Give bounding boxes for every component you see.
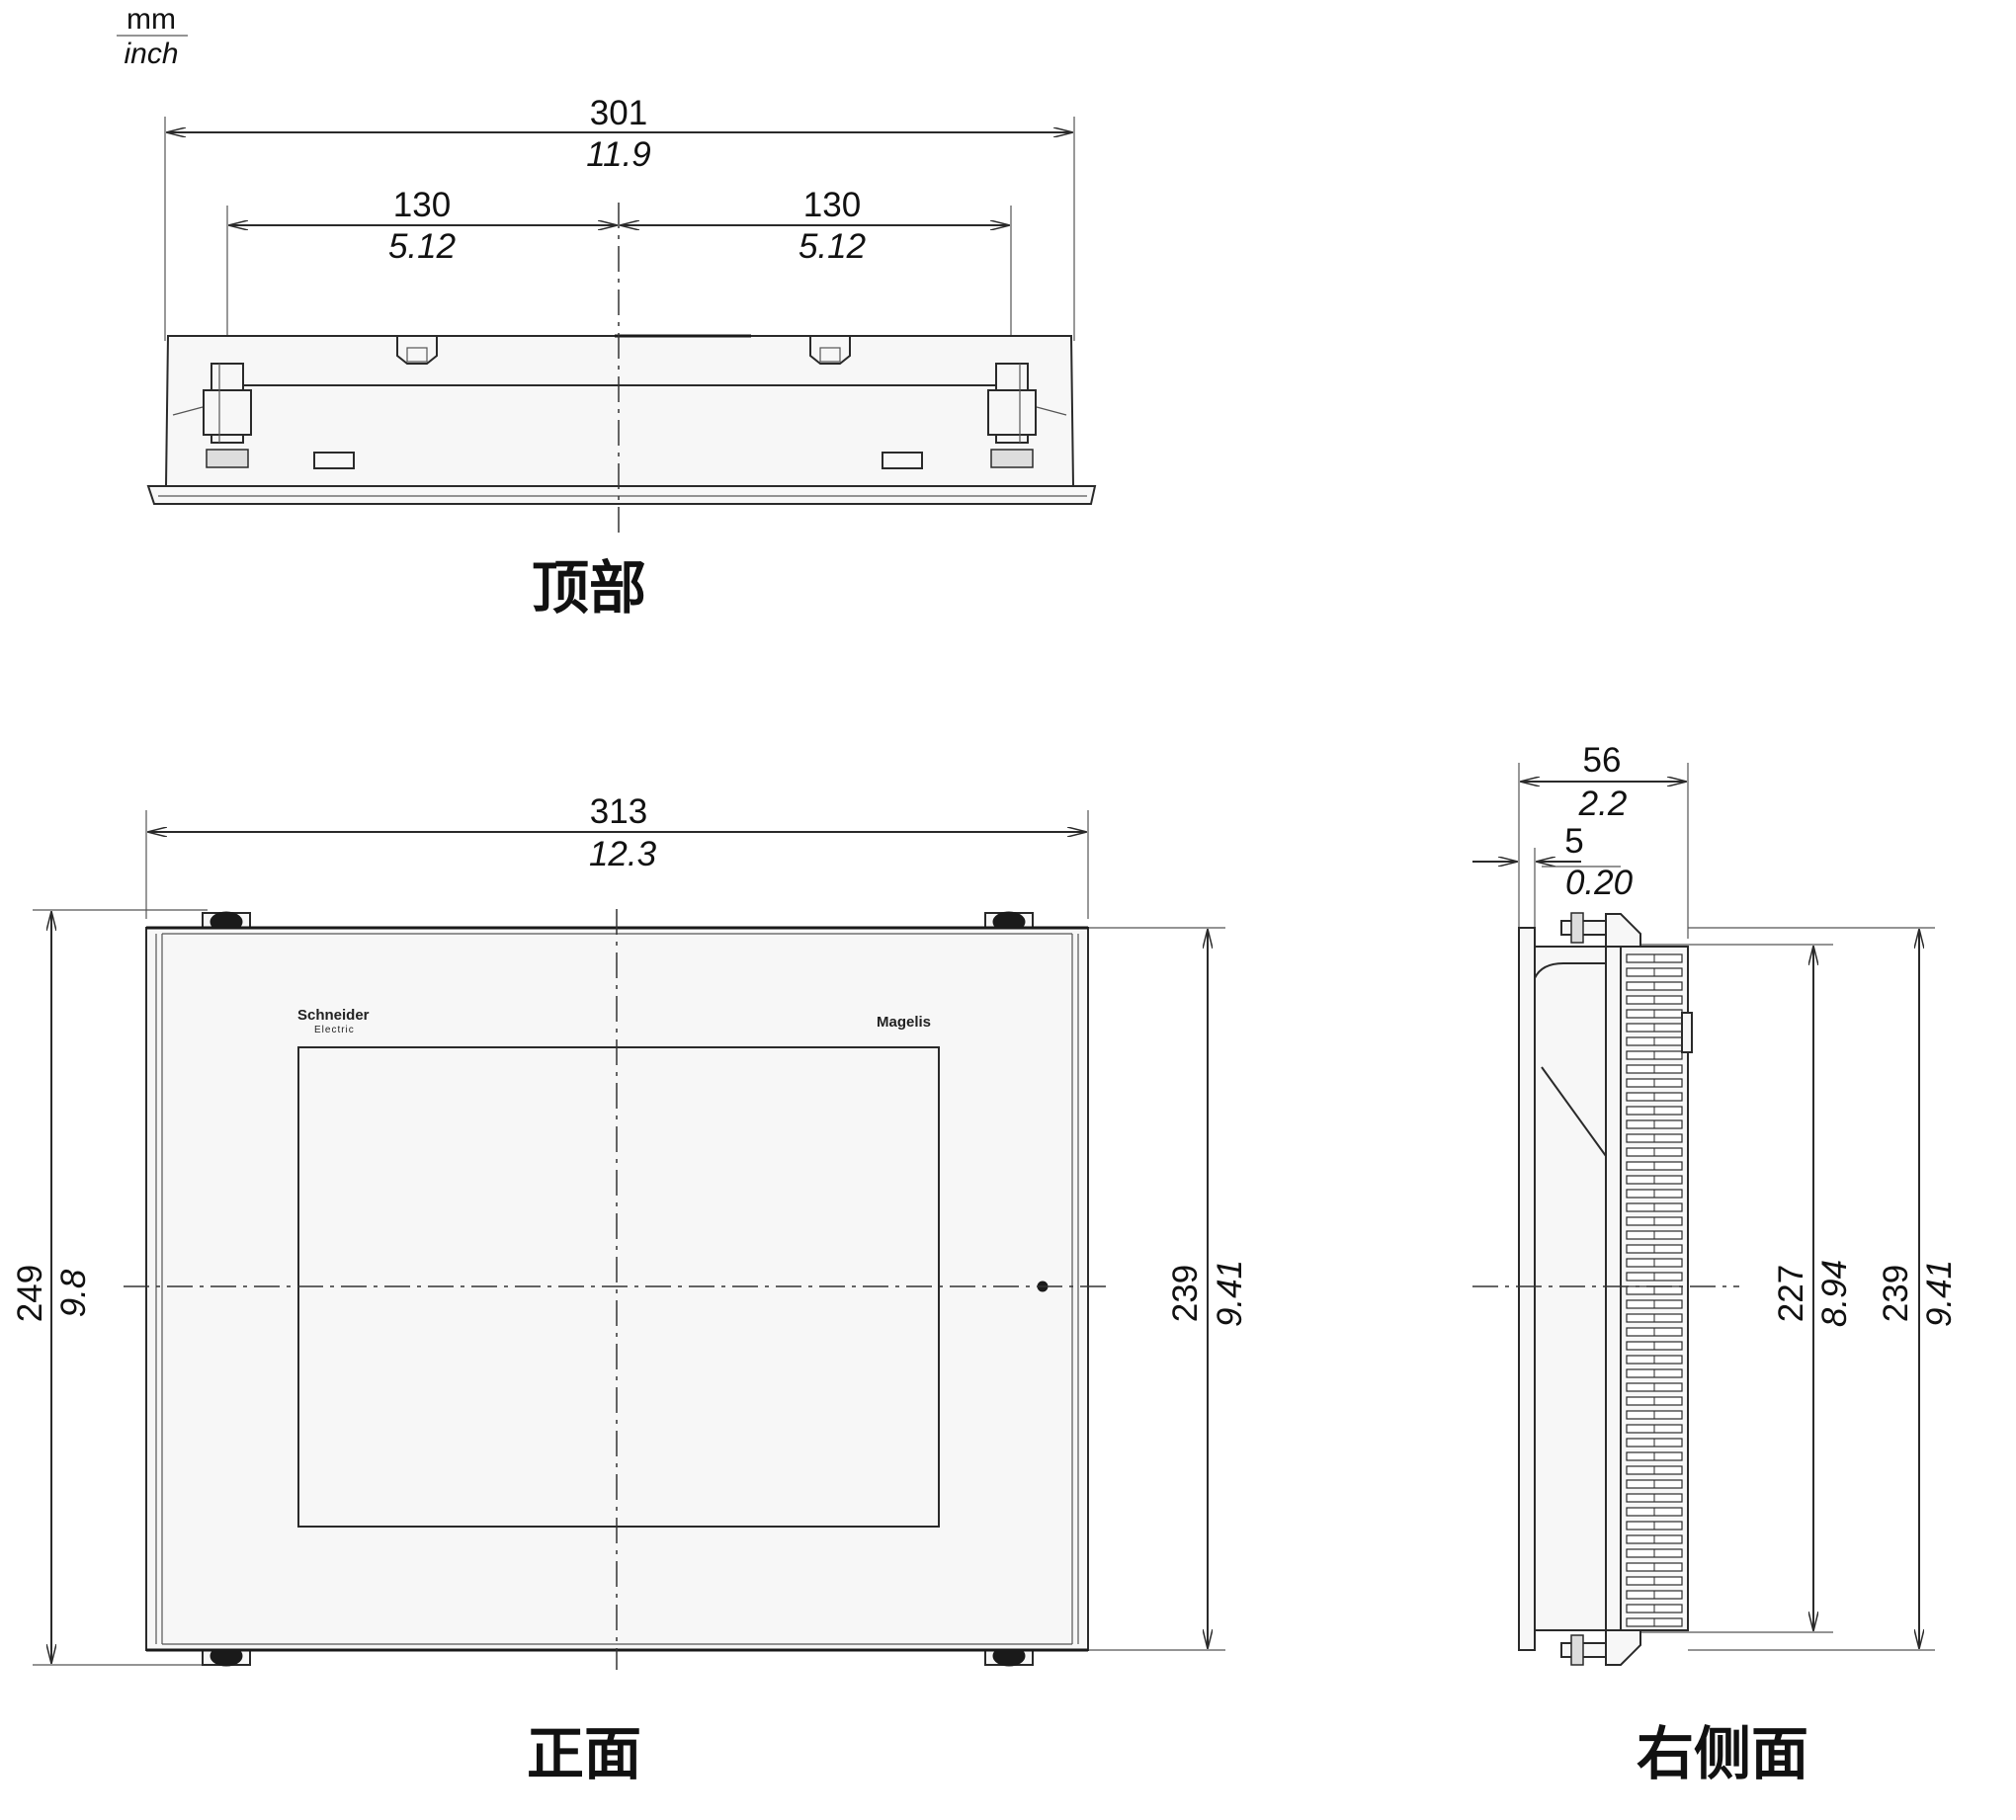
unit-inch-label: inch <box>124 38 178 70</box>
top-body-outline <box>164 335 1075 487</box>
top-body-chamfer-left <box>172 406 204 416</box>
side-body-height-inch: 9.41 <box>1920 1260 1959 1327</box>
side-inner-height-inch: 8.94 <box>1815 1260 1854 1327</box>
top-width-mm: 301 <box>590 94 647 132</box>
top-body-chamfer-right <box>1036 406 1067 416</box>
brand-magelis: Magelis <box>877 1014 931 1031</box>
side-connector-tab <box>1681 1012 1693 1053</box>
side-bezel-inch: 0.20 <box>1565 864 1634 902</box>
top-clip-left-slot <box>406 347 428 363</box>
side-view-caption: 右侧面 <box>1637 1720 1808 1787</box>
top-bezel-lip <box>146 485 1097 505</box>
top-bracket-left <box>203 363 252 468</box>
units-legend: mm inch <box>117 3 188 70</box>
top-right-offset-mm: 130 <box>803 186 861 224</box>
side-inner-height-mm: 227 <box>1772 1265 1810 1322</box>
top-view-caption: 顶部 <box>532 554 646 621</box>
side-clip-bottom <box>1560 1629 1641 1666</box>
top-left-offset-inch: 5.12 <box>388 227 456 266</box>
side-body-height-mm: 239 <box>1877 1265 1915 1322</box>
side-vent-slots <box>1626 953 1683 1627</box>
side-housing-top-curve <box>1534 962 1606 979</box>
top-tab-right <box>882 452 923 469</box>
front-body-height-inch: 9.41 <box>1211 1260 1249 1327</box>
side-depth-mm: 56 <box>1583 741 1622 780</box>
top-left-offset-mm: 130 <box>393 186 451 224</box>
side-clip-top-hook <box>1605 913 1641 948</box>
side-bezel-mm: 5 <box>1564 822 1583 861</box>
side-housing-front <box>1534 946 1607 1631</box>
top-bracket-right-screw <box>990 449 1034 468</box>
front-body-height-mm: 239 <box>1166 1265 1205 1322</box>
top-clip-right <box>809 336 851 365</box>
front-view-caption: 正面 <box>527 1720 641 1787</box>
front-height-inch: 9.8 <box>54 1269 93 1317</box>
side-clip-bottom-hook <box>1605 1629 1641 1666</box>
front-view: 313 12.3 249 9.8 239 9.41 <box>11 792 1249 1787</box>
side-clip-top-screw <box>1570 912 1584 944</box>
top-clip-right-slot <box>819 347 841 363</box>
top-bracket-left-clamp <box>203 389 252 436</box>
top-right-offset-inch: 5.12 <box>798 227 866 266</box>
side-clip-top <box>1560 912 1641 948</box>
top-bracket-right-clamp <box>987 389 1037 436</box>
front-width-inch: 12.3 <box>589 835 657 873</box>
top-tab-left <box>313 452 355 469</box>
top-width-inch: 11.9 <box>586 135 651 174</box>
top-bracket-right <box>987 363 1037 468</box>
top-bracket-left-screw <box>206 449 249 468</box>
top-view: 301 11.9 130 5.12 130 5.12 <box>146 94 1097 621</box>
side-clip-bottom-screw <box>1570 1634 1584 1666</box>
front-width-mm: 313 <box>590 792 647 831</box>
top-clip-left <box>396 336 438 365</box>
unit-mm-label: mm <box>126 3 176 36</box>
brand-electric: Electric <box>314 1025 355 1035</box>
side-bezel-plate <box>1518 927 1536 1651</box>
right-side-view: 56 2.2 5 0.20 227 8 <box>1472 741 1959 1787</box>
front-height-mm: 249 <box>11 1265 49 1322</box>
side-housing-chamfer <box>1541 1066 1607 1157</box>
brand-schneider: Schneider <box>297 1007 370 1024</box>
side-depth-inch: 2.2 <box>1578 785 1628 823</box>
